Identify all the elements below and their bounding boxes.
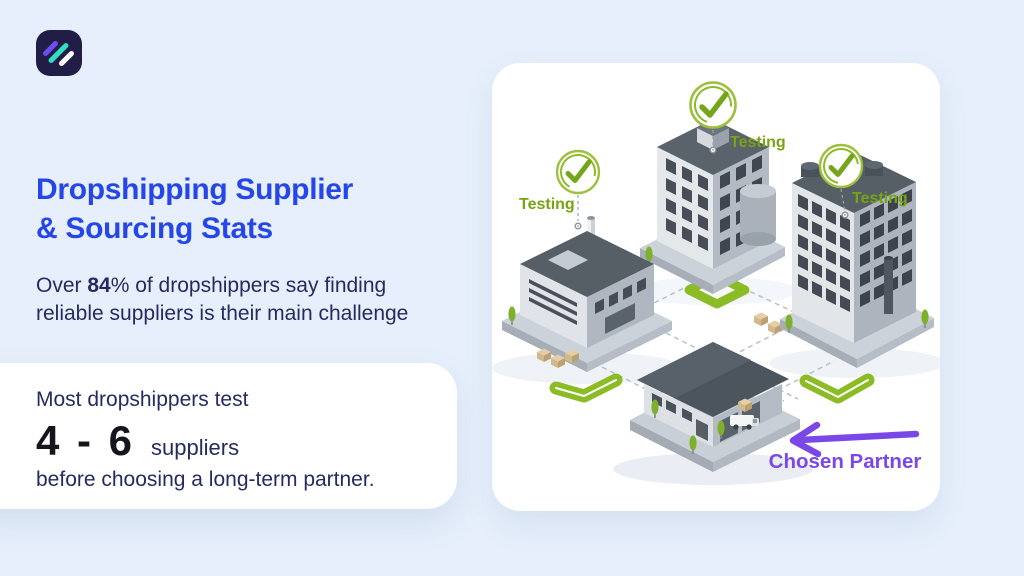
chosen-partner-arrow-icon [789,421,920,458]
check-icon [828,153,855,177]
supplier-illustration-card: Testing Testing Testing Chosen Partner [492,63,940,511]
check-icon [699,91,729,118]
supplier-range-value: 4 - 6 [36,417,136,464]
supplier-building-right [780,148,934,368]
headline-stat: Over 84% of dropshippers say finding rel… [36,272,488,328]
supplier-building-top [640,104,785,334]
stat-value: 84 [87,274,111,297]
check-icon [565,159,592,183]
testing-badge-top [689,81,737,129]
supplier-building-left [502,216,672,372]
stat-card-range-row: 4 - 6 suppliers [36,417,457,464]
delivery-truck [730,415,759,430]
stat-card-line2: before choosing a long-term partner. [36,468,375,491]
testing-badge-left [555,149,601,195]
badge-connectors [577,130,846,221]
supplier-network-illustration: Testing Testing Testing Chosen Partner [492,81,940,485]
supplier-range-unit: suppliers [151,435,240,460]
testing-label-top: Testing [730,134,786,151]
storage-silo [740,184,776,246]
testing-label-right: Testing [852,190,908,207]
chosen-partner-label: Chosen Partner [769,450,922,473]
green-road-corner-left [549,373,623,403]
stat-card-line1: Most dropshippers test [36,388,249,411]
title-line-1: Dropshipping Supplier [36,173,354,206]
stat-text-line2: reliable suppliers is their main challen… [36,302,409,325]
chosen-partner-building [630,342,800,472]
brand-logo [36,30,82,76]
stat-text-pre: Over [36,274,88,297]
title-line-2: & Sourcing Stats [36,212,273,245]
testing-label-left: Testing [519,196,575,213]
connector-pins [574,146,849,230]
page-title: Dropshipping Supplier & Sourcing Stats [36,170,496,248]
testing-badge-right [818,143,864,189]
stat-text-post: % of dropshippers say finding [110,274,387,297]
green-road-corner-right [799,373,875,404]
stat-card: Most dropshippers test 4 - 6 suppliers b… [0,363,457,509]
